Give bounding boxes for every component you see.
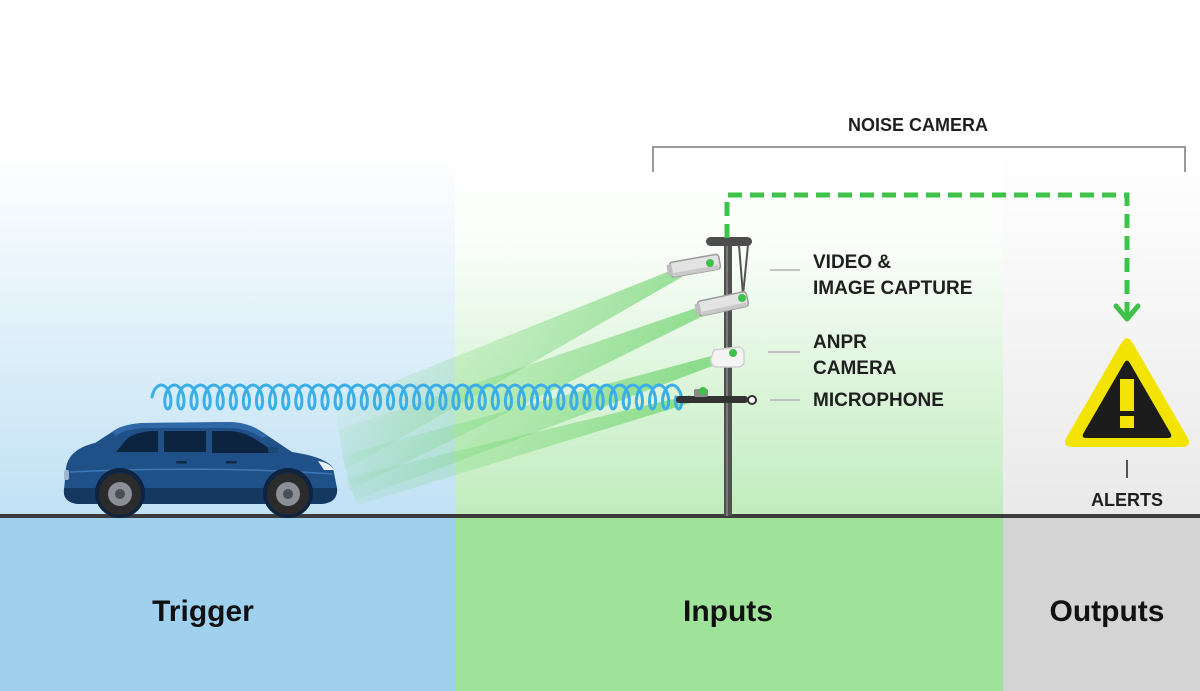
camera-cable bbox=[742, 244, 749, 296]
cctv-camera-icon bbox=[694, 290, 750, 317]
zone-labels: Trigger Inputs Outputs bbox=[152, 595, 1164, 628]
exclamation-bar bbox=[1120, 379, 1134, 411]
trigger-zone-lower bbox=[0, 518, 455, 691]
car-mirror bbox=[268, 447, 278, 453]
warning-triangle-icon bbox=[1065, 338, 1189, 447]
car-rear-door-window bbox=[164, 431, 206, 452]
microphone-beam bbox=[345, 395, 690, 505]
car-tail-light bbox=[64, 470, 69, 480]
noise-camera-bracket: NOISE CAMERA bbox=[652, 115, 1186, 172]
microphone-status-dot bbox=[699, 387, 707, 395]
detection-beams bbox=[335, 266, 715, 505]
pole-highlight bbox=[726, 244, 728, 516]
sound-wave-icon bbox=[150, 383, 684, 411]
video-capture-label-line1: VIDEO & bbox=[813, 252, 891, 273]
camera-pole bbox=[666, 237, 757, 516]
video-capture-label-line2: IMAGE CAPTURE bbox=[813, 278, 972, 299]
anpr-camera-icon bbox=[710, 346, 745, 368]
outputs-zone-upper bbox=[1003, 150, 1200, 516]
car-front-wheel bbox=[263, 468, 313, 518]
component-labels: VIDEO & IMAGE CAPTURE ANPR CAMERA MICROP… bbox=[768, 252, 1163, 510]
microphone-label: MICROPHONE bbox=[813, 390, 944, 411]
camera-status-dot bbox=[738, 294, 746, 302]
camera-status-dot bbox=[706, 259, 714, 267]
alert-arrow-head bbox=[1113, 303, 1141, 322]
noise-camera-label: NOISE CAMERA bbox=[848, 115, 988, 135]
exclamation-dot bbox=[1120, 416, 1134, 428]
car-rear-window bbox=[116, 431, 158, 452]
car-icon bbox=[63, 422, 338, 518]
alert-signal-path bbox=[724, 192, 1130, 316]
anpr-label-line1: ANPR bbox=[813, 332, 867, 353]
car-door-handle-rear bbox=[176, 461, 187, 464]
zone-label-outputs: Outputs bbox=[1050, 595, 1165, 628]
bracket-line bbox=[652, 146, 1186, 172]
car-roof-highlight bbox=[112, 422, 268, 438]
ground-line bbox=[0, 514, 1200, 518]
inputs-zone-lower bbox=[455, 518, 1003, 691]
anpr-status-dot bbox=[729, 349, 737, 357]
pole-cap bbox=[706, 237, 752, 246]
car-door-handle-front bbox=[226, 461, 237, 464]
camera-cable bbox=[738, 244, 744, 296]
zone-label-trigger: Trigger bbox=[152, 595, 254, 628]
alerts-label: ALERTS bbox=[1091, 490, 1163, 510]
outputs-zone-lower bbox=[1003, 518, 1200, 691]
anpr-label-line2: CAMERA bbox=[813, 358, 897, 379]
zone-label-inputs: Inputs bbox=[683, 595, 773, 628]
car-rear-wheel bbox=[95, 468, 145, 518]
car-front-window bbox=[212, 431, 276, 453]
car-headlight bbox=[318, 461, 334, 470]
